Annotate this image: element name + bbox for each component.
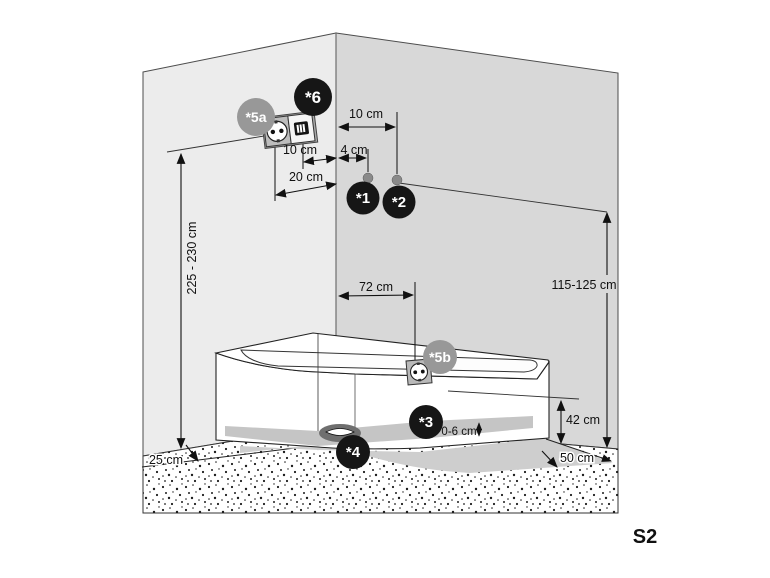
label-50cm: 50 cm [560,451,594,465]
label-10cm-top: 10 cm [349,107,383,121]
rim-height-reference-line [448,391,579,399]
callout-5a-badge [237,98,275,136]
label-72cm: 72 cm [359,280,393,294]
label-42cm: 42 cm [566,413,600,427]
callout-5a-label: *5a [245,109,266,125]
tub-adjust-band [225,416,533,446]
dim-20cm [274,181,338,198]
wall-outlet-assembly [260,110,319,150]
callout-4-badge [336,435,370,469]
label-225-230cm: 225 - 230 cm [185,222,199,295]
connection-point-2-dot [391,174,403,186]
callout-3-badge [409,405,443,439]
label-115-125cm: 115-125 cm [551,278,616,292]
callout-5b-label: *5b [429,349,451,365]
label-4cm: 4 cm [340,143,367,157]
measurement-labels: 10 cm 10 cm 4 cm 20 cm 72 cm 225 - 230 c… [147,107,616,469]
callout-2-label: *2 [392,194,406,211]
connection-height-reference-line [399,183,607,212]
connection-point-1-dot [362,172,374,184]
callout-4-label: *4 [346,444,361,461]
callout-2-badge [382,185,416,219]
control-unit-icon [287,112,316,145]
dim-25cm-arrow [186,445,199,462]
dimension-lines [176,122,612,468]
bathtub-basin-opening [241,350,537,372]
dim-72cm [337,290,415,301]
label-25cm: 25 cm [149,453,183,467]
label-20cm: 20 cm [289,170,323,184]
dimension-ticks [275,112,415,360]
bathtub [216,333,549,449]
dim-10cm-left [302,154,338,166]
label-10cm-left: 10 cm [283,143,317,157]
callout-badges: *5a *6 *1 *2 *5b *3 *4 [237,78,457,469]
dim-50cm-arrow [542,451,558,468]
callout-6-label: *6 [305,88,321,107]
callout-3-label: *3 [419,414,433,431]
callout-1-label: *1 [356,190,370,207]
callout-1-badge [346,181,380,215]
outlet-height-reference-line [167,136,264,152]
callout-5b-badge [423,340,457,374]
figure-code: S2 [633,526,657,548]
label-0-6cm: 0-6 cm [441,426,476,438]
callout-6-badge [294,78,332,116]
